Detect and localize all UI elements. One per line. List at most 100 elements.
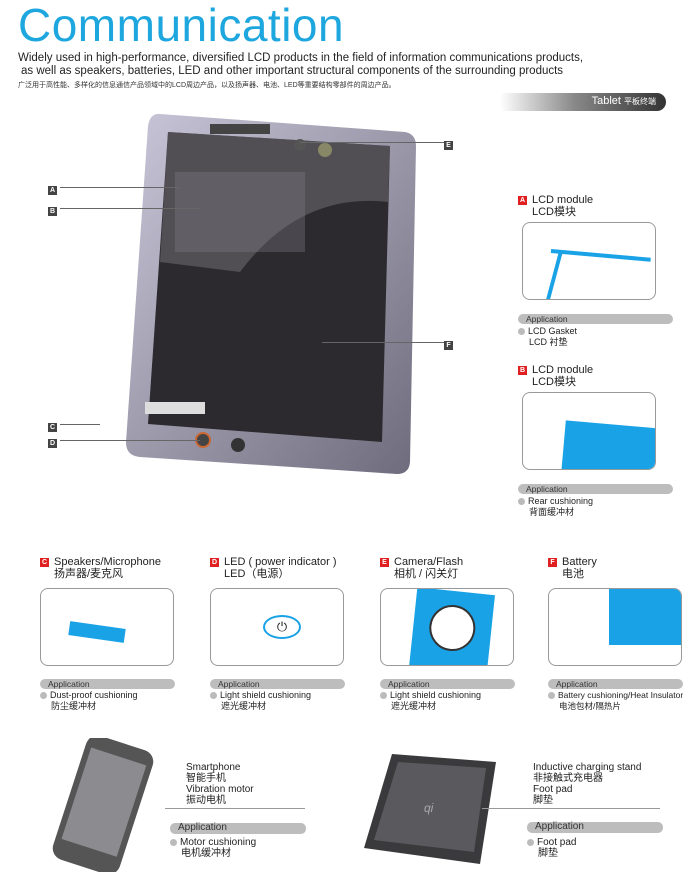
title-en: Speakers/Microphone [54,556,162,568]
title-en: LCD module [532,364,594,376]
application-bar: Application [527,822,663,833]
divider [165,808,305,809]
charger-image: qi [362,752,498,867]
part-b-diagram [522,392,656,470]
application-bar: Application [210,679,345,689]
callout-line [60,424,100,425]
text-line: 脚垫 [533,795,553,806]
banner-cn: 平板终端 [624,97,656,106]
use-en: Light shield cushioning [220,690,312,700]
callout-tag: D [48,439,57,449]
callout-c: C [48,419,62,437]
application-bar: Application [170,823,306,834]
use-cn: 背面缓冲材 [529,507,575,517]
page-title: Communication [18,0,345,51]
callout-tag: C [48,423,57,433]
use-en: LCD Gasket [528,326,578,336]
part-c-diagram [40,588,174,666]
title-cn: LCD模块 [532,206,577,218]
callout-b: B [48,203,62,221]
use-en: Rear cushioning [528,496,594,506]
part-d-title: D LED ( power indicator )LED（电源） [210,556,337,580]
application-bar: Application [548,679,683,689]
title-cn: LED（电源） [224,568,290,580]
title-en: Camera/Flash [394,556,464,568]
callout-line [60,208,200,209]
application-bar: Application [518,314,673,324]
use-cn: 电池包材/隔热片 [559,701,621,711]
title-cn: 扬声器/麦克风 [54,568,124,580]
callout-line [60,440,200,441]
banner-en: Tablet [591,95,621,107]
callout-a: A [48,182,62,200]
part-a-diagram [522,222,656,300]
use-cn: 防尘缓冲材 [51,701,97,711]
application-bar: Application [40,679,175,689]
application-bar: Application [518,484,673,494]
callout-f: F [444,337,458,355]
tag-f: F [548,557,557,567]
use-en: Battery cushioning/Heat Insulator [558,690,684,700]
use-en: Motor cushioning [180,837,257,848]
qi-logo: qi [424,801,434,815]
text-line: 振动电机 [186,795,226,806]
use-cn: 遮光缓冲材 [391,701,437,711]
tag-b: B [518,365,527,375]
tag-a: A [518,195,527,205]
callout-tag: F [444,341,453,351]
application-bar: Application [380,679,515,689]
use-en: Light shield cushioning [390,690,482,700]
part-e-diagram [380,588,514,666]
callout-tag: E [444,141,453,151]
text-line: Smartphone [186,762,241,773]
tablet-banner: Tablet 平板终端 [500,93,666,111]
text-line: 非接触式充电器 [533,773,603,784]
smartphone-image [38,735,168,875]
callout-d: D [48,435,62,453]
use-cn: 遮光缓冲材 [221,701,267,711]
tag-c: C [40,557,49,567]
use-cn: 电机缓冲材 [181,848,231,859]
part-f-diagram [548,588,682,666]
use-cn: LCD 衬垫 [529,337,568,347]
callout-line [322,342,444,343]
title-cn: LCD模块 [532,376,577,388]
subtitle-line-1: Widely used in high-performance, diversi… [18,52,584,64]
text-line: Foot pad [533,784,573,795]
callout-e: E [444,137,458,155]
title-cn: 电池 [562,568,584,580]
tag-e: E [380,557,389,567]
use-en: Foot pad [537,837,577,848]
callout-line [300,142,444,143]
subtitle-line-2: as well as speakers, batteries, LED and … [21,65,564,77]
use-en: Dust-proof cushioning [50,690,138,700]
tag-d: D [210,557,219,567]
divider [482,808,660,809]
use-cn: 脚垫 [538,848,558,859]
title-en: Battery [562,556,597,568]
title-en: LED ( power indicator ) [224,556,337,568]
subtitle-cn: 广泛用于高性能、多样化的信息通信产品领域中的LCD周边产品，以及扬声器、电池、L… [18,82,396,89]
tablet-image [120,112,420,477]
text-line: Inductive charging stand [533,762,642,773]
title-cn: 相机 / 闪关灯 [394,568,459,580]
text-line: 智能手机 [186,773,226,784]
text-line: Vibration motor [186,784,254,795]
title-en: LCD module [532,194,594,206]
callout-tag: B [48,207,57,217]
